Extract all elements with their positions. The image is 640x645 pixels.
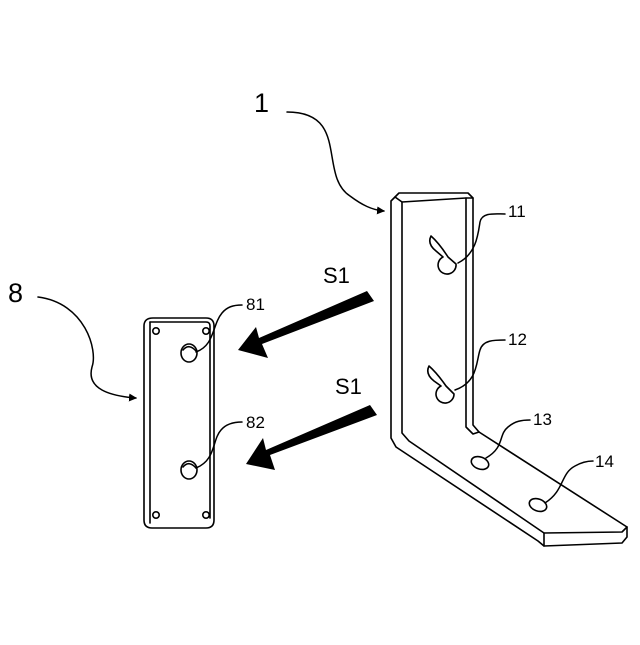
plate-face-edge <box>150 322 210 518</box>
label-direction-upper: S1 <box>323 263 350 288</box>
label-direction-lower: S1 <box>335 374 362 399</box>
plate-corner-hole-bl <box>153 512 159 518</box>
leader-bracket <box>287 112 384 211</box>
plate-corner-hole-tr <box>203 328 209 334</box>
direction-arrow-lower <box>246 405 377 470</box>
bracket-thickness-edge <box>395 197 402 202</box>
leader-hole-lower <box>545 461 593 503</box>
leader-plate-hole-lower <box>196 422 242 468</box>
leader-slot-upper <box>458 214 505 263</box>
label-slot-upper: 11 <box>508 202 526 221</box>
plate-bolt-lower-rim <box>183 464 196 468</box>
keyhole-slot-upper <box>430 236 456 274</box>
label-bracket: 1 <box>254 88 269 118</box>
bracket-face <box>402 198 627 533</box>
leader-plate <box>38 297 136 398</box>
bracket-outline <box>391 193 627 546</box>
label-plate: 8 <box>8 278 23 308</box>
keyhole-slot-lower <box>428 366 454 403</box>
label-hole-lower: 14 <box>595 452 614 471</box>
plate-corner-hole-tl <box>153 328 159 334</box>
plate-outline <box>144 318 214 528</box>
hole-lower <box>527 496 548 513</box>
leader-hole-upper <box>486 420 530 458</box>
l-bracket <box>391 193 627 546</box>
plate-bolt-upper-rim <box>183 347 196 351</box>
mounting-plate <box>144 318 214 528</box>
label-plate-hole-upper: 81 <box>246 295 265 314</box>
leader-slot-lower <box>455 340 505 390</box>
plate-corner-hole-br <box>203 512 209 518</box>
label-slot-lower: 12 <box>508 330 527 349</box>
label-hole-upper: 13 <box>533 410 552 429</box>
label-plate-hole-lower: 82 <box>246 413 265 432</box>
